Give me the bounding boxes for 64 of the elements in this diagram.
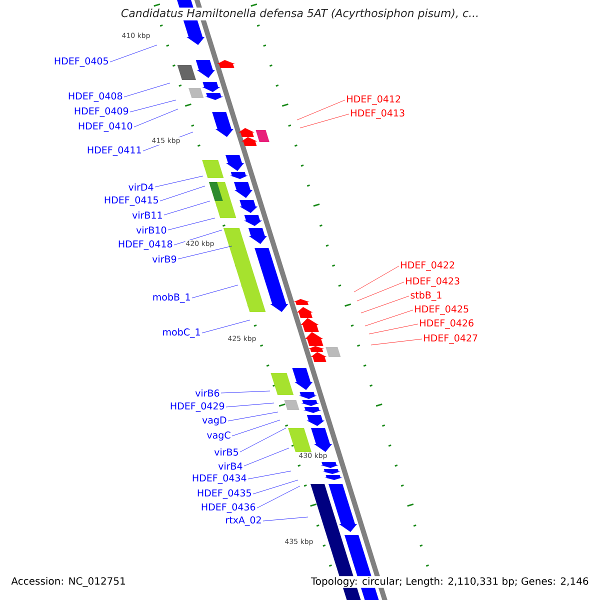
- leader-line: [248, 470, 292, 480]
- gene-label: HDEF_0426: [420, 319, 474, 329]
- leader-line: [160, 186, 206, 202]
- gene-label: HDEF_0413: [351, 109, 404, 119]
- leader-line: [354, 266, 400, 292]
- gene-label: HDEF_0415: [104, 196, 158, 206]
- leader-line: [174, 230, 222, 246]
- leader-line: [220, 390, 270, 394]
- gene-label: HDEF_0423: [406, 277, 460, 287]
- gene-label: virB4: [218, 462, 242, 470]
- leader-line: [168, 218, 216, 230]
- gene-label: virB6: [195, 389, 220, 397]
- gene-label: HDEF_0436: [202, 503, 256, 513]
- leader-line: [134, 108, 178, 128]
- gene-label: virB5: [214, 448, 238, 456]
- gene-label: HDEF_0429: [170, 402, 224, 412]
- leader-line: [226, 402, 274, 408]
- leader-line: [370, 338, 422, 346]
- gene-label: HDEF_0422: [401, 261, 454, 271]
- leader-line: [154, 176, 204, 188]
- title: Candidatus Hamiltonella defensa 5AT (Acyrthosiphon pisum), c...: [120, 8, 480, 20]
- leader-line: [110, 44, 158, 62]
- leader-line: [130, 100, 176, 112]
- gene-label: HDEF_0434: [192, 474, 246, 484]
- leader-line: [202, 320, 250, 334]
- leader-line: [256, 486, 300, 508]
- gene-label: HDEF_0435: [198, 489, 251, 499]
- gene-label: HDEF_0418: [118, 240, 172, 250]
- leader-line: [228, 412, 278, 422]
- leader-line: [178, 246, 232, 260]
- gene-label: virB9: [152, 255, 176, 263]
- gene-label: HDEF_0405: [54, 57, 108, 67]
- leader-line: [300, 114, 350, 128]
- leader-line: [240, 428, 286, 452]
- leader-line: [252, 480, 298, 494]
- gene-label: HDEF_0409: [74, 107, 128, 117]
- gene-label: HDEF_0410: [78, 122, 132, 132]
- leader-line: [368, 324, 418, 334]
- gene-label: mobC_1: [163, 328, 200, 338]
- leader-line: [124, 82, 170, 98]
- gene-label: vagC: [206, 431, 230, 441]
- gene-label: vagD: [202, 416, 226, 426]
- gene-label: HDEF_0408: [68, 92, 122, 102]
- footer-text: Accession: NC_012751: [10, 576, 127, 588]
- leader-line: [262, 516, 308, 522]
- leader-line: [192, 284, 238, 298]
- gene-label: HDEF_0412: [347, 95, 400, 105]
- gene-label: HDEF_0425: [415, 305, 468, 315]
- gene-label: mobB_1: [153, 293, 190, 303]
- leader-line: [164, 200, 210, 216]
- leader-line: [296, 100, 346, 120]
- gene-label: virB10: [136, 226, 166, 234]
- gene-label: rtxA_02: [226, 516, 261, 526]
- gene-label: virD4: [128, 183, 154, 191]
- gene-label: HDEF_0427: [424, 334, 478, 344]
- footer-text: Topology: circular; Length: 2,110,331 bp; Genes: 2,146: [310, 576, 590, 588]
- leader-line: [360, 296, 410, 314]
- gene-label: stbB_1: [410, 291, 442, 301]
- leader-line: [356, 282, 404, 302]
- gene-label: virB11: [132, 211, 162, 219]
- gene-label: HDEF_0411: [88, 146, 141, 156]
- leader-line: [232, 420, 280, 436]
- leader-line: [244, 448, 290, 466]
- leader-line: [364, 310, 414, 326]
